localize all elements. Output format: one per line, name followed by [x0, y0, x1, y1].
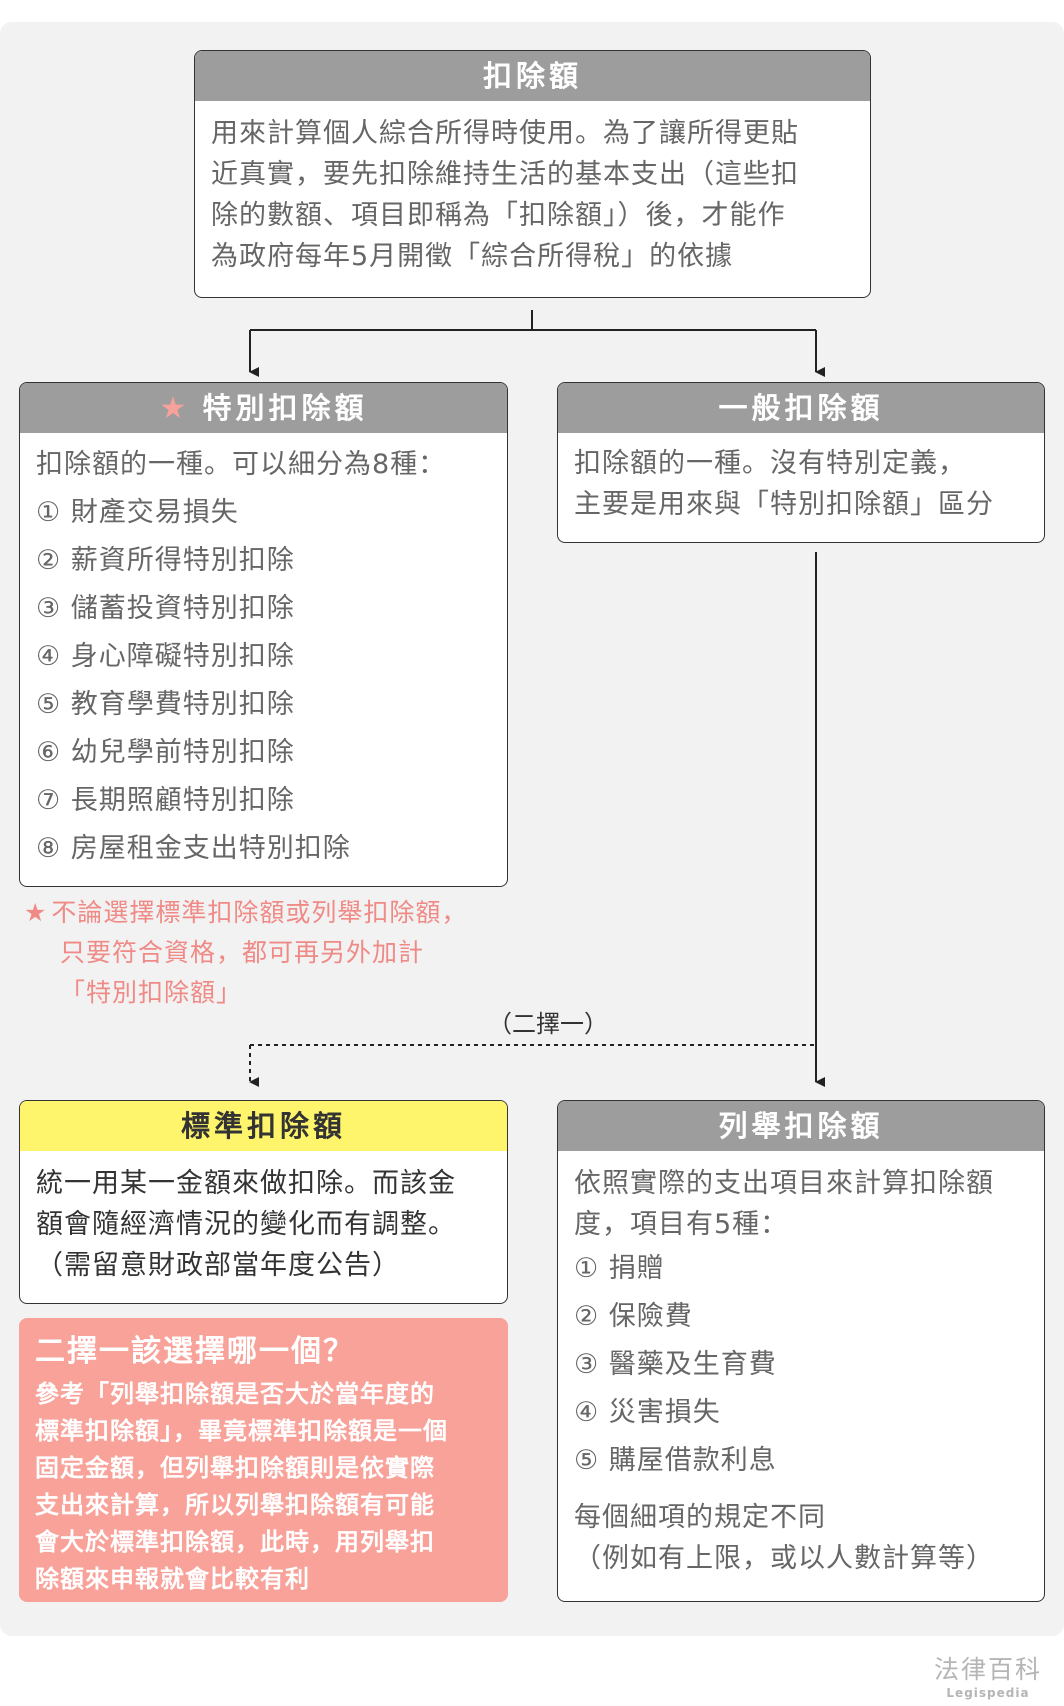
general-desc-line: 主要是用來與「特別扣除額」區分: [574, 489, 994, 520]
itemized-item: ④ 災害損失: [574, 1397, 721, 1428]
itemized-footer-line: 每個細項的規定不同: [574, 1502, 826, 1533]
special-deduction-title: 特別扣除額: [202, 391, 368, 425]
special-item: ⑦ 長期照顧特別扣除: [36, 785, 295, 816]
advice-line: 標準扣除額」，畢竟標準扣除額是一個: [35, 1417, 448, 1445]
special-item: ① 財產交易損失: [36, 497, 239, 528]
star-icon: ★: [159, 391, 191, 426]
special-note-line: ★不論選擇標準扣除額或列舉扣除額，: [24, 893, 467, 933]
choice-label: （二擇一）: [488, 1010, 608, 1038]
special-deduction-header: ★ 特別扣除額: [20, 383, 507, 433]
special-item: ⑤ 教育學費特別扣除: [36, 689, 295, 720]
brand-name: 法律百科: [933, 1655, 1042, 1684]
advice-title: 二擇一該選擇哪一個？: [35, 1334, 355, 1369]
standard-desc-line: （需留意財政部當年度公告）: [36, 1250, 400, 1281]
advice-line: 除額來申報就會比較有利: [35, 1565, 310, 1593]
special-item: ④ 身心障礙特別扣除: [36, 641, 295, 672]
itemized-item: ② 保險費: [574, 1301, 693, 1332]
advice-line: 固定金額，但列舉扣除額則是依實際: [35, 1454, 435, 1482]
special-deduction-content: 扣除額的一種。可以細分為8種： ① 財產交易損失 ② 薪資所得特別扣除 ③ 儲蓄…: [20, 433, 507, 886]
deduction-title: 扣除額: [195, 51, 870, 101]
special-item: ③ 儲蓄投資特別扣除: [36, 593, 295, 624]
general-deduction-desc: 扣除額的一種。沒有特別定義， 主要是用來與「特別扣除額」區分: [558, 433, 1044, 539]
advice-line: 會大於標準扣除額，此時，用列舉扣: [35, 1528, 435, 1556]
standard-desc-line: 額會隨經濟情況的變化而有調整。: [36, 1209, 456, 1240]
special-item: ② 薪資所得特別扣除: [36, 545, 295, 576]
standard-deduction-title: 標準扣除額: [20, 1101, 507, 1151]
itemized-item: ③ 醫藥及生育費: [574, 1349, 777, 1380]
standard-deduction-desc: 統一用某一金額來做扣除。而該金 額會隨經濟情況的變化而有調整。 （需留意財政部當…: [20, 1151, 507, 1300]
special-note: ★不論選擇標準扣除額或列舉扣除額， 只要符合資格，都可再另外加計 「特別扣除額」: [24, 893, 467, 1013]
brand-logo: 法律百科 Legispedia: [934, 1650, 1042, 1700]
special-note-line: 「特別扣除額」: [60, 978, 243, 1007]
star-icon: ★: [24, 898, 48, 927]
deduction-box: 扣除額 用來計算個人綜合所得時使用。為了讓所得更貼 近真實，要先扣除維持生活的基…: [194, 50, 871, 298]
itemized-item: ⑤ 購屋借款利息: [574, 1445, 777, 1476]
special-deduction-box: ★ 特別扣除額 扣除額的一種。可以細分為8種： ① 財產交易損失 ② 薪資所得特別…: [19, 382, 508, 887]
itemized-footer-line: （例如有上限，或以人數計算等）: [574, 1543, 994, 1574]
standard-desc-line: 統一用某一金額來做扣除。而該金: [36, 1168, 456, 1199]
deduction-desc-line: 近真實，要先扣除維持生活的基本支出（這些扣: [211, 159, 799, 190]
special-note-line: 只要符合資格，都可再另外加計: [60, 938, 425, 967]
special-item: ⑧ 房屋租金支出特別扣除: [36, 833, 351, 864]
deduction-desc-line: 為政府每年5月開徵「綜合所得稅」的依據: [211, 241, 734, 272]
deduction-desc-line: 除的數額、項目即稱為「扣除額」）後，才能作: [211, 200, 786, 231]
itemized-deduction-box: 列舉扣除額 依照實際的支出項目來計算扣除額 度，項目有5種： ① 捐贈 ② 保險…: [557, 1100, 1045, 1602]
advice-box: 二擇一該選擇哪一個？ 參考「列舉扣除額是否大於當年度的 標準扣除額」，畢竟標準扣…: [19, 1318, 508, 1602]
itemized-desc-line: 度，項目有5種：: [574, 1209, 789, 1240]
special-deduction-intro: 扣除額的一種。可以細分為8種：: [36, 449, 447, 480]
general-desc-line: 扣除額的一種。沒有特別定義，: [574, 448, 966, 479]
deduction-desc-line: 用來計算個人綜合所得時使用。為了讓所得更貼: [211, 118, 799, 149]
itemized-desc-line: 依照實際的支出項目來計算扣除額: [574, 1168, 994, 1199]
special-note-text: 不論選擇標準扣除額或列舉扣除額，: [51, 898, 468, 927]
itemized-item: ① 捐贈: [574, 1253, 665, 1284]
itemized-deduction-content: 依照實際的支出項目來計算扣除額 度，項目有5種： ① 捐贈 ② 保險費 ③ 醫藥…: [558, 1151, 1044, 1593]
deduction-desc: 用來計算個人綜合所得時使用。為了讓所得更貼 近真實，要先扣除維持生活的基本支出（…: [195, 101, 870, 291]
special-item: ⑥ 幼兒學前特別扣除: [36, 737, 295, 768]
itemized-deduction-title: 列舉扣除額: [558, 1101, 1044, 1151]
advice-line: 參考「列舉扣除額是否大於當年度的: [35, 1380, 435, 1408]
standard-deduction-box: 標準扣除額 統一用某一金額來做扣除。而該金 額會隨經濟情況的變化而有調整。 （需…: [19, 1100, 508, 1304]
brand-sub: Legispedia: [946, 1686, 1030, 1700]
general-deduction-title: 一般扣除額: [558, 383, 1044, 433]
general-deduction-box: 一般扣除額 扣除額的一種。沒有特別定義， 主要是用來與「特別扣除額」區分: [557, 382, 1045, 543]
advice-line: 支出來計算，所以列舉扣除額有可能: [35, 1491, 435, 1519]
